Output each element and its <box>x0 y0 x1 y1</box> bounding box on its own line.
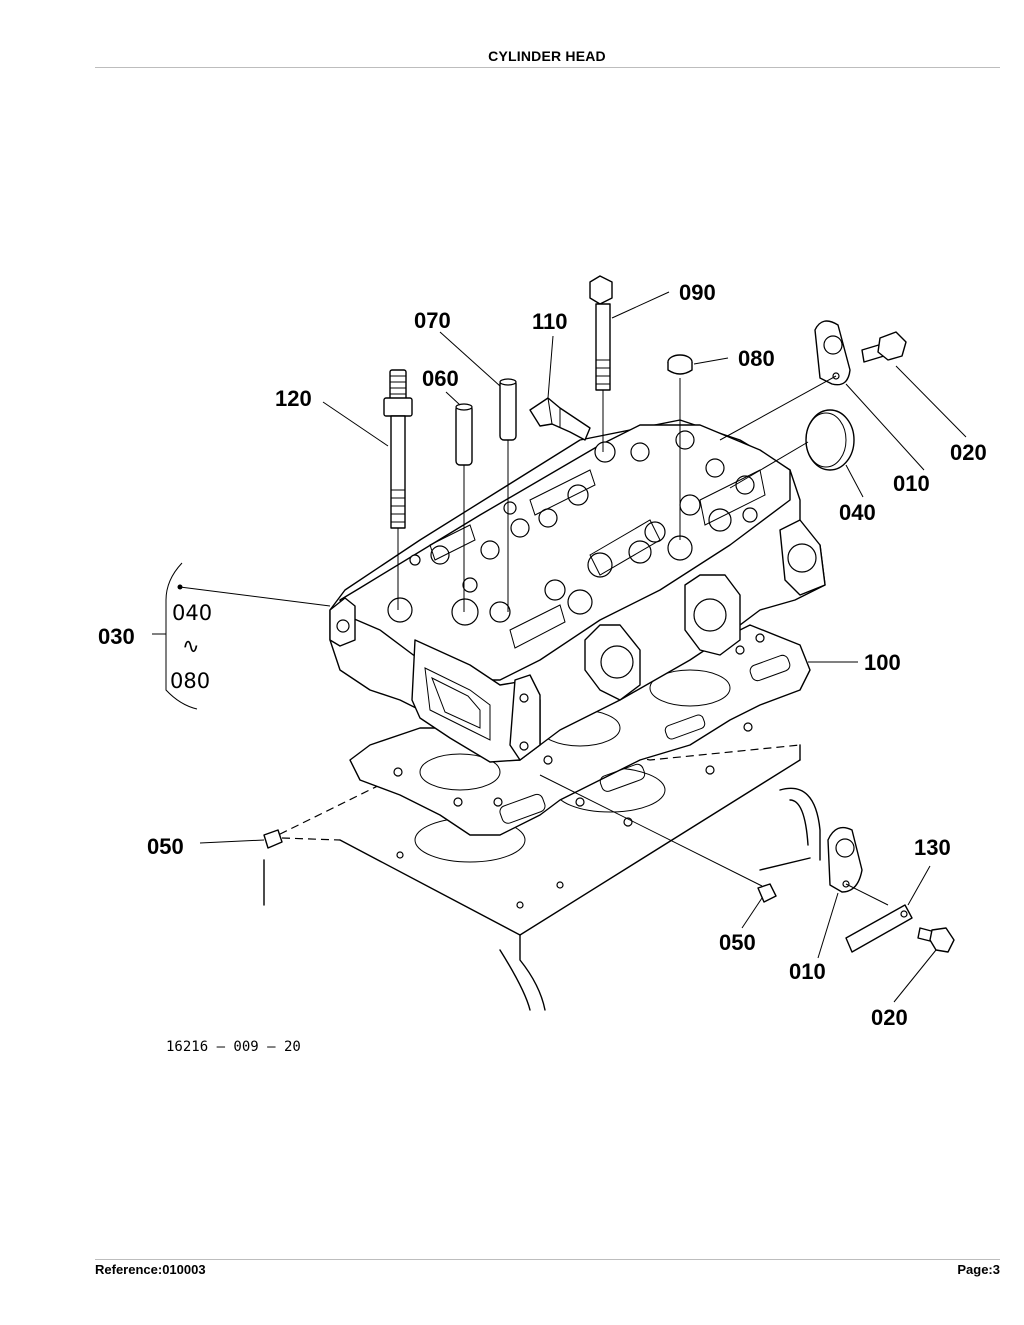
cover-plate-040 <box>729 409 855 489</box>
callout-110: 110 <box>532 309 568 334</box>
callout-labels: 090 070 110 080 060 120 020 010 040 030 … <box>98 280 987 1030</box>
footer-rule <box>95 1259 1000 1260</box>
plate-130 <box>845 904 913 953</box>
assembly-bracket-030: 040 ∿ 080 <box>152 562 212 710</box>
callout-070: 070 <box>414 308 451 333</box>
callout-120: 120 <box>275 386 312 411</box>
head-bolt-090 <box>589 275 613 452</box>
valve-guide-060 <box>455 403 473 612</box>
reference-label: Reference:010003 <box>95 1262 206 1277</box>
callout-020-bottom: 020 <box>871 1005 908 1030</box>
callout-090: 090 <box>679 280 716 305</box>
callout-010-top: 010 <box>893 471 930 496</box>
page-title: CYLINDER HEAD <box>488 48 606 64</box>
callout-040: 040 <box>839 500 876 525</box>
dowel-pin-050-right <box>539 774 777 903</box>
callout-020-top: 020 <box>950 440 987 465</box>
plug-080 <box>667 354 693 540</box>
valve-guide-070 <box>499 378 517 612</box>
bracket-range-tilde: ∿ <box>182 634 200 658</box>
callout-030: 030 <box>98 624 135 649</box>
bracket-range-start: 040 <box>172 601 212 625</box>
sensor-110 <box>529 397 591 441</box>
callout-010-bottom: 010 <box>789 959 826 984</box>
lifting-bracket-010-top <box>719 320 851 441</box>
dowel-pin-050-left <box>263 829 341 849</box>
lifting-bracket-010-bottom <box>827 826 889 906</box>
figure-number: 16216 – 009 – 20 <box>166 1039 301 1055</box>
bracket-range-end: 080 <box>170 669 210 693</box>
leader-lines <box>177 291 967 1003</box>
cylinder-head-body <box>329 419 826 763</box>
page-number: Page:3 <box>957 1262 1000 1277</box>
callout-100: 100 <box>864 650 901 675</box>
callout-050-right: 050 <box>719 930 756 955</box>
callout-060: 060 <box>422 366 459 391</box>
bolt-020-bottom <box>917 927 955 953</box>
header-rule <box>95 67 1000 68</box>
callout-050-left: 050 <box>147 834 184 859</box>
bolt-020-top <box>861 331 907 363</box>
stud-bolt-120 <box>383 369 413 610</box>
callout-080: 080 <box>738 346 775 371</box>
callout-130: 130 <box>914 835 951 860</box>
